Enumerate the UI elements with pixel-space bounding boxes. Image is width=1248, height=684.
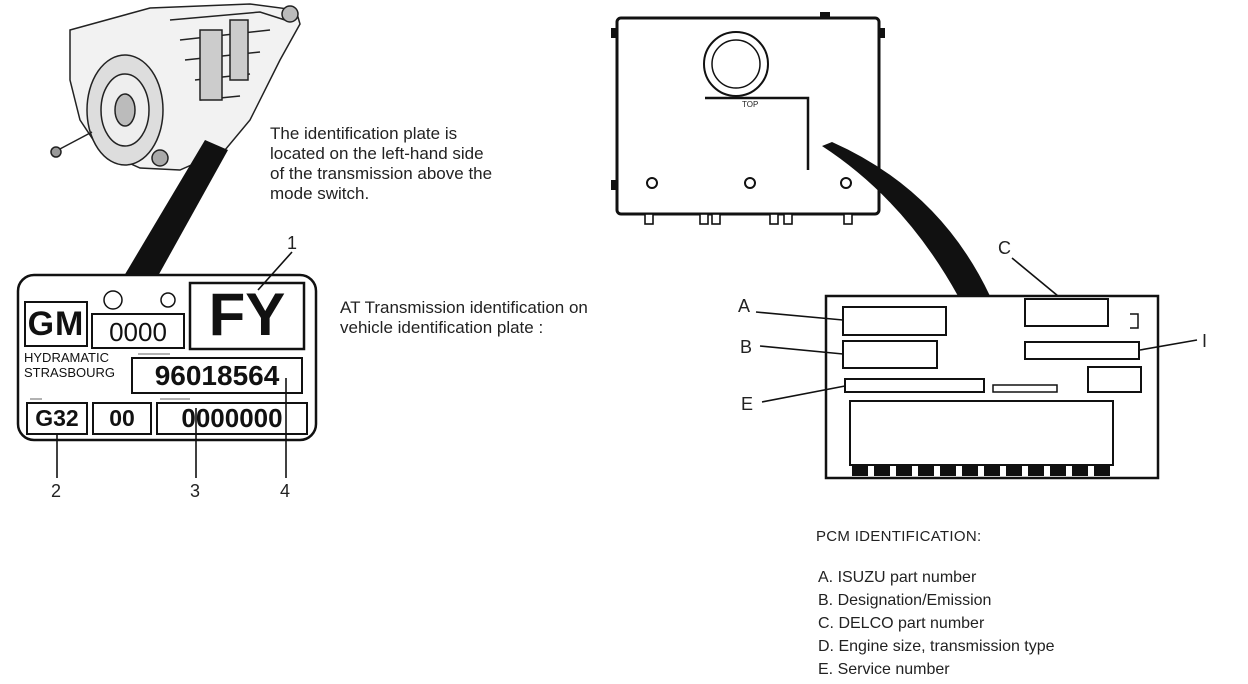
legend-item-b: B. Designation/Emission <box>818 592 992 609</box>
plate-callout-lines <box>56 251 293 478</box>
legend-item-d: D. Engine size, transmission type <box>818 638 1055 655</box>
plate-serial: 0000000 <box>181 403 283 433</box>
pcm-callout-e: E <box>741 394 754 414</box>
pcm-callout-lines <box>755 257 1198 403</box>
legend-item-a: A. ISUZU part number <box>818 569 977 586</box>
pcm-callout-b: B <box>740 337 753 357</box>
pcm-callout-i: I <box>1202 331 1208 351</box>
pcm-top-label: TOP <box>742 100 759 109</box>
plate-callout-2: 2 <box>51 481 62 501</box>
plate-pointer-wedge <box>124 140 228 276</box>
plate-brand: GM <box>27 305 85 343</box>
plate-caption: AT Transmission identification on vehicl… <box>340 298 588 337</box>
pcm-label <box>824 294 1160 480</box>
plate-callout-4: 4 <box>280 481 291 501</box>
identification-plate <box>16 273 318 442</box>
legend-item-c: C. DELCO part number <box>818 615 985 632</box>
plate-maker-line1: HYDRAMATIC <box>24 350 109 365</box>
transmission-location-note: The identification plate is located on t… <box>270 124 493 203</box>
plate-part-number: 96018564 <box>154 360 280 391</box>
plate-callout-1: 1 <box>287 233 298 253</box>
pcm-module-illustration <box>611 12 885 225</box>
plate-big-code: FY <box>208 281 286 348</box>
plate-mid-code: 00 <box>109 405 135 431</box>
plate-maker-line2: STRASBOURG <box>24 365 116 380</box>
transmission-illustration <box>50 3 301 171</box>
legend-item-e: E. Service number <box>818 661 950 678</box>
pcm-callout-c: C <box>998 238 1011 258</box>
pcm-legend: A. ISUZU part number B. Designation/Emis… <box>818 566 1055 681</box>
plate-callout-3: 3 <box>190 481 201 501</box>
plate-model: G32 <box>35 405 79 431</box>
pcm-identification-title: PCM IDENTIFICATION: <box>816 528 982 545</box>
plate-code-box: 0000 <box>109 317 167 347</box>
pcm-pointer-wedge <box>822 142 990 296</box>
pcm-callout-a: A <box>738 296 751 316</box>
